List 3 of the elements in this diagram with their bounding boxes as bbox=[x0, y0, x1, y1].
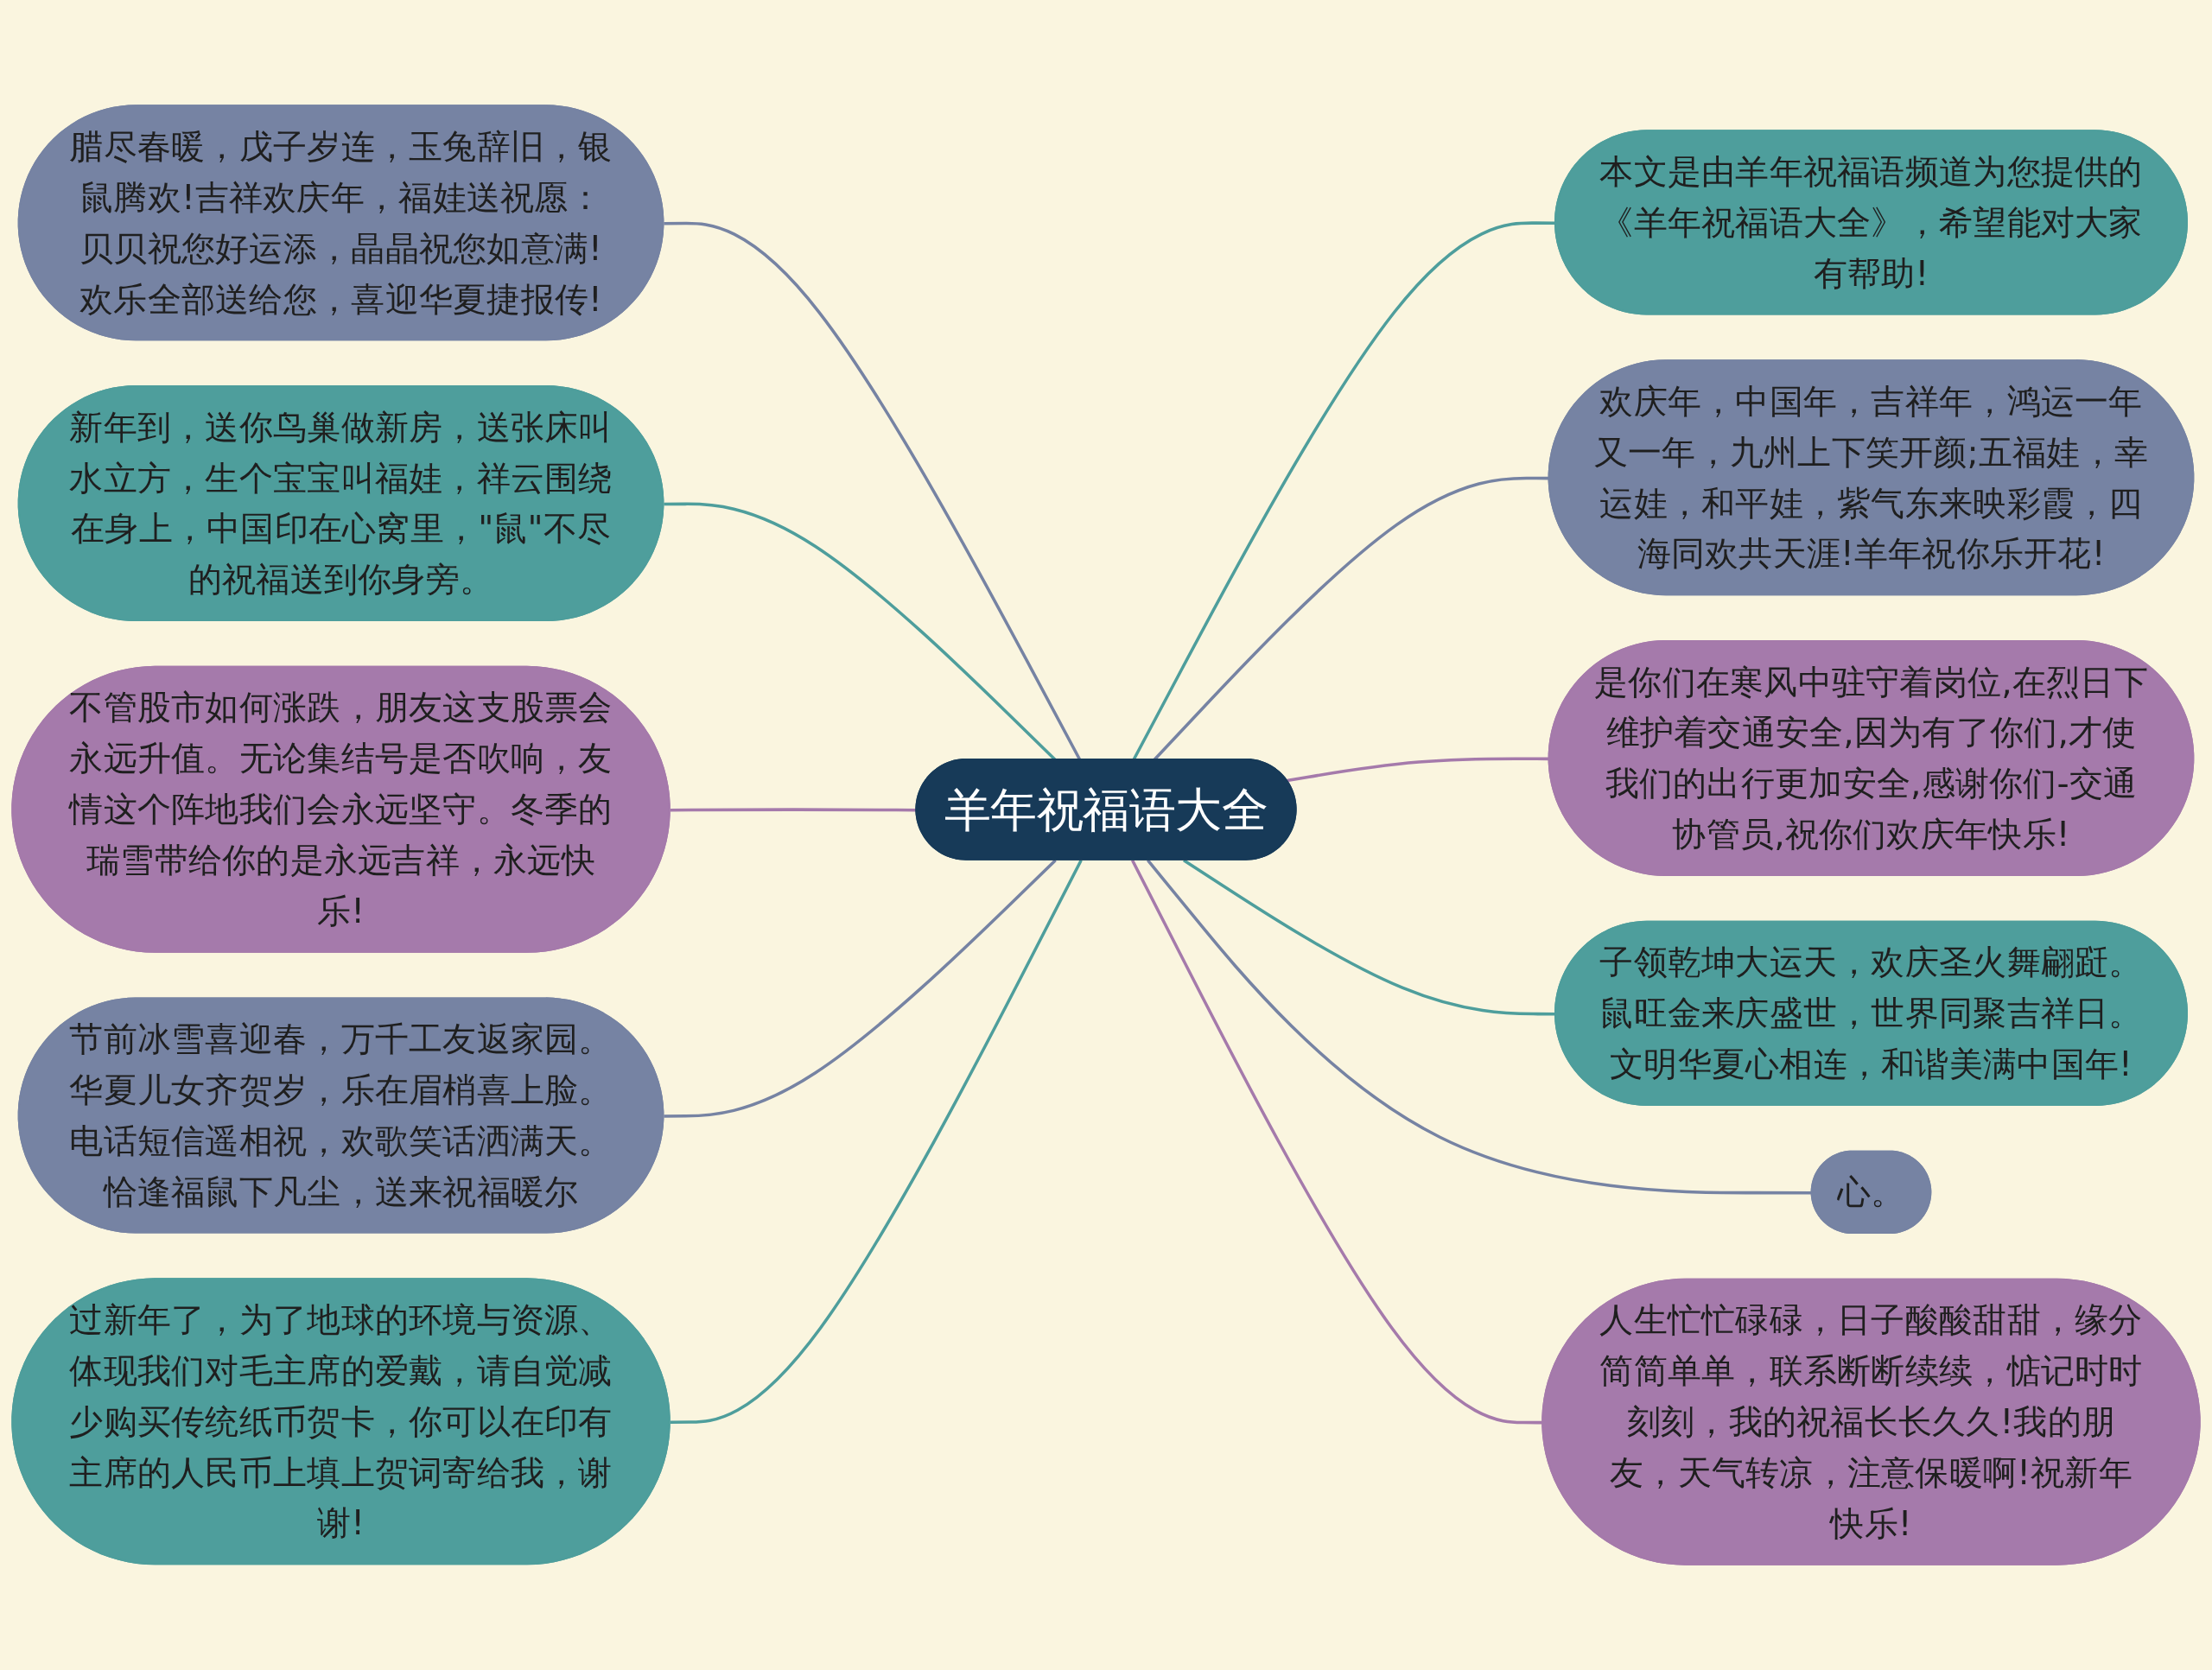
connector bbox=[1183, 859, 1556, 1016]
connector bbox=[664, 859, 1057, 1118]
connector bbox=[670, 859, 1083, 1424]
